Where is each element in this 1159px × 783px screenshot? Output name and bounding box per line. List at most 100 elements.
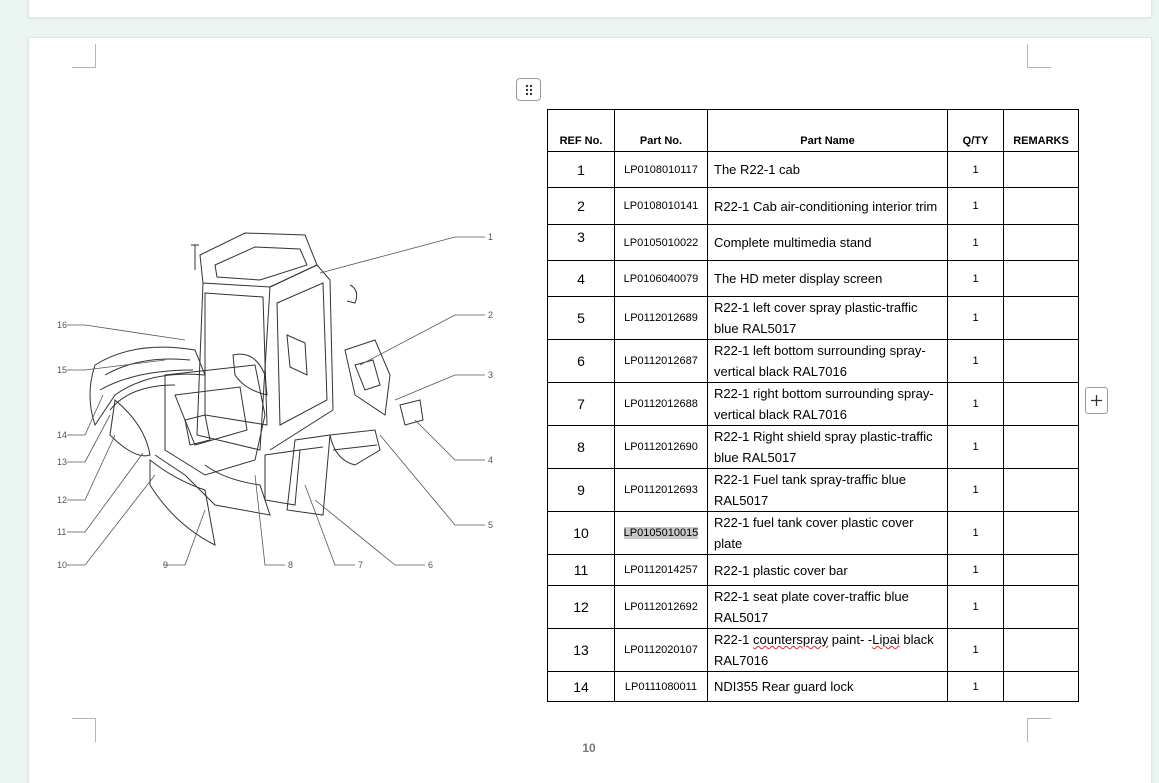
name-text: paint- - — [828, 632, 873, 647]
cell-part-name[interactable]: R22-1 left cover spray plastic-traffic b… — [707, 296, 948, 340]
cell-remarks[interactable] — [1003, 296, 1079, 340]
cell-qty[interactable]: 1 — [947, 554, 1004, 586]
table-row: 12 LP0112012692 R22-1 seat plate cover-t… — [547, 585, 1079, 629]
cell-qty[interactable]: 1 — [947, 628, 1004, 672]
cell-ref-no[interactable]: 6 — [547, 339, 615, 383]
cell-remarks[interactable] — [1003, 260, 1079, 297]
counterweight-drawing — [89, 346, 216, 546]
cell-qty[interactable]: 1 — [947, 585, 1004, 629]
cell-part-no[interactable]: LP0105010022 — [614, 224, 708, 261]
cell-part-name[interactable]: R22-1 Right shield spray plastic-traffic… — [707, 425, 948, 469]
spellcheck-flagged-word[interactable]: counterspray — [753, 632, 829, 647]
callout-8: 8 — [288, 560, 293, 570]
callout-9: 9 — [163, 560, 168, 570]
cell-qty[interactable]: 1 — [947, 224, 1004, 261]
cell-qty[interactable]: 1 — [947, 339, 1004, 383]
table-row: 10 LP0105010015 R22-1 fuel tank cover pl… — [547, 511, 1079, 555]
cell-remarks[interactable] — [1003, 224, 1079, 261]
cell-part-no[interactable]: LP0112012687 — [614, 339, 708, 383]
cell-qty[interactable]: 1 — [947, 187, 1004, 225]
selected-text[interactable]: LP0105010015 — [623, 527, 699, 539]
cell-qty[interactable]: 1 — [947, 671, 1004, 702]
cell-part-no[interactable]: LP0112014257 — [614, 554, 708, 586]
cell-ref-no[interactable]: 2 — [547, 187, 615, 225]
cell-part-no[interactable]: LP0112020107 — [614, 628, 708, 672]
cell-part-name[interactable]: R22-1 plastic cover bar — [707, 554, 948, 586]
cell-remarks[interactable] — [1003, 187, 1079, 225]
cell-part-no[interactable]: LP0108010117 — [614, 151, 708, 188]
callout-4: 4 — [488, 455, 493, 465]
cell-part-name[interactable]: NDI355 Rear guard lock — [707, 671, 948, 702]
cell-part-no[interactable]: LP0106040079 — [614, 260, 708, 297]
cell-ref-no[interactable]: 14 — [547, 671, 615, 702]
cell-part-no[interactable]: LP0112012690 — [614, 425, 708, 469]
cell-qty[interactable]: 1 — [947, 382, 1004, 426]
cell-part-no[interactable]: LP0108010141 — [614, 187, 708, 225]
cell-part-name[interactable]: R22-1 right bottom surrounding spray-ver… — [707, 382, 948, 426]
margin-corner-bottom-right — [1027, 718, 1051, 742]
table-row: 13 LP0112020107 R22-1 counterspray paint… — [547, 628, 1079, 672]
cell-part-name[interactable]: R22-1 left bottom surrounding spray-vert… — [707, 339, 948, 383]
cab-drawing — [191, 232, 358, 451]
cell-part-name[interactable]: R22-1 Cab air-conditioning interior trim — [707, 187, 948, 225]
fuel-tank-drawing — [154, 364, 271, 516]
cell-ref-no[interactable]: 9 — [547, 468, 615, 512]
callout-10: 10 — [57, 560, 67, 570]
cell-ref-no[interactable]: 7 — [547, 382, 615, 426]
add-column-button[interactable] — [1085, 387, 1108, 414]
cell-part-no[interactable]: LP0112012688 — [614, 382, 708, 426]
cell-ref-no[interactable]: 10 — [547, 511, 615, 555]
cell-ref-no[interactable]: 3 — [547, 224, 615, 261]
cell-part-no[interactable]: LP0112012692 — [614, 585, 708, 629]
header-remarks: REMARKS — [1003, 109, 1079, 152]
cell-part-name[interactable]: R22-1 counterspray paint- -Lipai black R… — [707, 628, 948, 672]
table-drag-handle[interactable] — [516, 78, 541, 101]
cell-remarks[interactable] — [1003, 554, 1079, 586]
table-row: 6 LP0112012687 R22-1 left bottom surroun… — [547, 339, 1079, 383]
cell-ref-no[interactable]: 12 — [547, 585, 615, 629]
callout-13: 13 — [57, 457, 67, 467]
cell-remarks[interactable] — [1003, 468, 1079, 512]
header-ref-no: REF No. — [547, 109, 615, 152]
cell-remarks[interactable] — [1003, 339, 1079, 383]
cell-qty[interactable]: 1 — [947, 151, 1004, 188]
drag-handle-icon — [525, 84, 532, 95]
cell-ref-no[interactable]: 1 — [547, 151, 615, 188]
cell-remarks[interactable] — [1003, 511, 1079, 555]
table-row: 14 LP0111080011 NDI355 Rear guard lock 1 — [547, 671, 1079, 702]
header-part-name: Part Name — [707, 109, 948, 152]
cell-ref-no[interactable]: 13 — [547, 628, 615, 672]
cell-part-name[interactable]: R22-1 fuel tank cover plastic cover plat… — [707, 511, 948, 555]
cell-ref-no[interactable]: 11 — [547, 554, 615, 586]
cell-qty[interactable]: 1 — [947, 260, 1004, 297]
cell-ref-no[interactable]: 4 — [547, 260, 615, 297]
cell-remarks[interactable] — [1003, 425, 1079, 469]
cell-qty[interactable]: 1 — [947, 425, 1004, 469]
cell-remarks[interactable] — [1003, 382, 1079, 426]
cell-remarks[interactable] — [1003, 585, 1079, 629]
cell-remarks[interactable] — [1003, 151, 1079, 188]
cell-part-no[interactable]: LP0111080011 — [614, 671, 708, 702]
cell-part-name[interactable]: The R22-1 cab — [707, 151, 948, 188]
cell-part-no[interactable]: LP0112012689 — [614, 296, 708, 340]
table-header-row: REF No. Part No. Part Name Q/TY REMARKS — [547, 109, 1079, 152]
cell-part-no[interactable]: LP0105010015 — [614, 511, 708, 555]
cell-ref-no[interactable]: 5 — [547, 296, 615, 340]
cell-remarks[interactable] — [1003, 628, 1079, 672]
spellcheck-flagged-word[interactable]: Lipai — [872, 632, 900, 647]
cell-part-name[interactable]: The HD meter display screen — [707, 260, 948, 297]
table-row: 4 LP0106040079 The HD meter display scre… — [547, 260, 1079, 297]
cell-ref-no[interactable]: 8 — [547, 425, 615, 469]
cell-qty[interactable]: 1 — [947, 511, 1004, 555]
cell-part-name[interactable]: R22-1 seat plate cover-traffic blue RAL5… — [707, 585, 948, 629]
cell-part-name[interactable]: R22-1 Fuel tank spray-traffic blue RAL50… — [707, 468, 948, 512]
cell-remarks[interactable] — [1003, 671, 1079, 702]
name-text: black RAL7016 — [714, 632, 934, 668]
callout-7: 7 — [358, 560, 363, 570]
table-row: 11 LP0112014257 R22-1 plastic cover bar … — [547, 554, 1079, 586]
cell-qty[interactable]: 1 — [947, 296, 1004, 340]
cell-part-no[interactable]: LP0112012693 — [614, 468, 708, 512]
margin-corner-bottom-left — [72, 718, 96, 742]
cell-part-name[interactable]: Complete multimedia stand — [707, 224, 948, 261]
cell-qty[interactable]: 1 — [947, 468, 1004, 512]
